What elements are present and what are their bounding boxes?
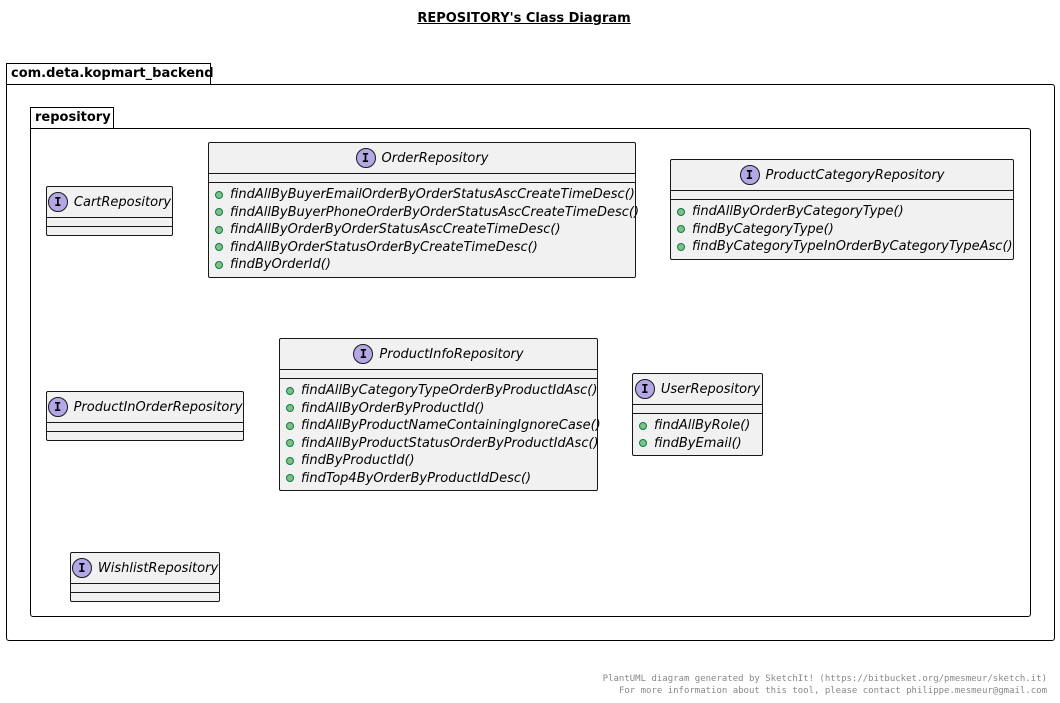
method-item: findAllByOrderByCategoryType() bbox=[677, 203, 1013, 221]
class-name: CartRepository bbox=[73, 194, 172, 210]
interface-icon: I bbox=[353, 344, 374, 364]
diagram-title: REPOSITORY's Class Diagram bbox=[417, 11, 631, 26]
method-item: findAllByCategoryTypeOrderByProductIdAsc… bbox=[286, 382, 597, 400]
method-item: findAllByOrderByOrderStatusAscCreateTime… bbox=[215, 221, 635, 239]
method-item: findAllByRole() bbox=[639, 417, 762, 435]
method-item: findByCategoryTypeInOrderByCategoryTypeA… bbox=[677, 238, 1013, 256]
footer-line-1: PlantUML diagram generated by SketchIt! … bbox=[602, 674, 1047, 684]
package-tab-outer: com.deta.kopmart_backend bbox=[6, 63, 214, 84]
public-method-icon bbox=[677, 242, 685, 251]
public-method-icon bbox=[639, 421, 647, 430]
public-method-icon bbox=[677, 225, 685, 234]
method-item: findAllByBuyerEmailOrderByOrderStatusAsc… bbox=[215, 186, 635, 204]
method-item: findAllByOrderByProductId() bbox=[286, 400, 597, 418]
interface-icon: I bbox=[739, 165, 760, 185]
class-product-info-repository[interactable]: I ProductInfoRepository findAllByCategory… bbox=[279, 338, 601, 491]
method-item: findByOrderId() bbox=[215, 256, 635, 274]
package-tab-inner: repository bbox=[30, 107, 114, 128]
class-wishlist-repository[interactable]: I WishlistRepository bbox=[70, 552, 220, 602]
footer-line-2: For more information about this tool, pl… bbox=[618, 686, 1047, 696]
class-name: UserRepository bbox=[660, 381, 761, 397]
method-item: findTop4ByOrderByProductIdDesc() bbox=[286, 470, 597, 488]
public-method-icon bbox=[286, 456, 294, 465]
class-name: ProductCategoryRepository bbox=[765, 167, 945, 183]
class-product-in-order-repository[interactable]: I ProductInOrderRepository bbox=[46, 391, 244, 441]
class-product-category-repository[interactable]: I ProductCategoryRepository findAllByOrde… bbox=[670, 159, 1014, 260]
method-item: findAllByOrderStatusOrderByCreateTimeDes… bbox=[215, 239, 635, 257]
footer-credit: PlantUML diagram generated by SketchIt! … bbox=[603, 673, 1047, 697]
class-name: OrderRepository bbox=[381, 150, 489, 166]
method-item: findByProductId() bbox=[286, 452, 597, 470]
class-order-repository[interactable]: I OrderRepository findAllByBuyerEmailOrde… bbox=[208, 142, 639, 278]
method-item: findAllByBuyerPhoneOrderByOrderStatusAsc… bbox=[215, 204, 639, 222]
public-method-icon bbox=[286, 474, 294, 483]
interface-icon: I bbox=[47, 397, 68, 417]
public-method-icon bbox=[215, 208, 223, 217]
class-user-repository[interactable]: I UserRepository findAllByRole() findByEm… bbox=[632, 373, 763, 456]
class-cart-repository[interactable]: I CartRepository bbox=[46, 186, 173, 236]
class-name: ProductInfoRepository bbox=[379, 346, 524, 362]
public-method-icon bbox=[215, 260, 223, 269]
method-item: findAllByProductStatusOrderByProductIdAs… bbox=[286, 435, 599, 453]
public-method-icon bbox=[677, 207, 685, 216]
interface-icon: I bbox=[355, 148, 376, 168]
public-method-icon bbox=[639, 439, 647, 448]
public-method-icon bbox=[286, 386, 294, 395]
public-method-icon bbox=[286, 439, 294, 448]
method-item: findAllByProductNameContainingIgnoreCase… bbox=[286, 417, 601, 435]
public-method-icon bbox=[215, 243, 223, 252]
method-item: findByCategoryType() bbox=[677, 221, 1013, 239]
class-name: ProductInOrderRepository bbox=[73, 399, 243, 415]
interface-icon: I bbox=[71, 558, 92, 578]
public-method-icon bbox=[286, 404, 294, 413]
method-item: findByEmail() bbox=[639, 435, 762, 453]
public-method-icon bbox=[286, 421, 294, 430]
class-name: WishlistRepository bbox=[97, 560, 219, 576]
interface-icon: I bbox=[634, 379, 655, 399]
public-method-icon bbox=[215, 190, 223, 199]
public-method-icon bbox=[215, 225, 223, 234]
interface-icon: I bbox=[47, 192, 68, 212]
